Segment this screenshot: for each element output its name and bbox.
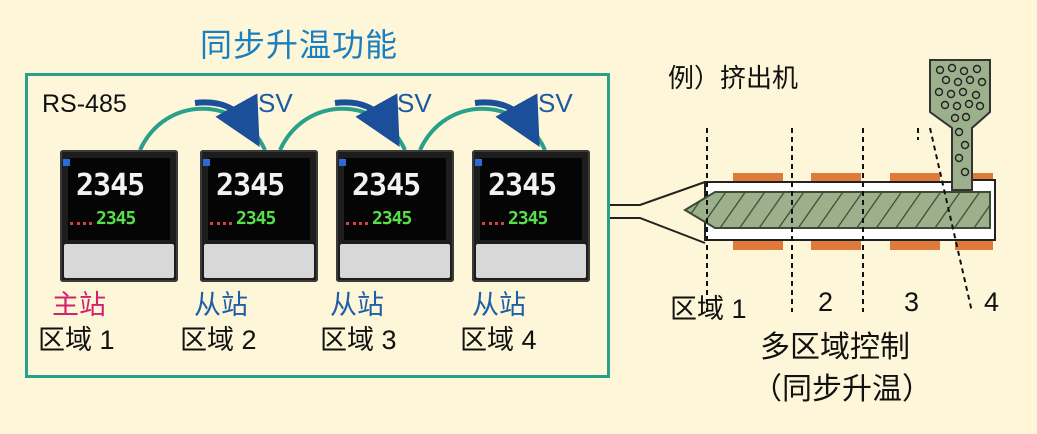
controller-3: 2345 2345 (336, 150, 454, 282)
pv-display: 2345 (488, 168, 557, 203)
sv-label-3: SV (538, 88, 573, 118)
extruder-screw (683, 191, 991, 229)
role-label-slave: 从站 (330, 290, 384, 320)
sv-label-1: SV (258, 88, 293, 118)
sp-display: 2345 (96, 208, 136, 229)
keypad (340, 244, 450, 278)
link-arc-3 (418, 106, 547, 151)
link-arc-1 (138, 106, 267, 151)
extruder-zone-label: 区域 1 (670, 294, 747, 324)
sv-label-2: SV (397, 88, 432, 118)
brand-icon (475, 159, 482, 166)
status-leds (70, 212, 92, 225)
role-label-slave: 从站 (194, 290, 248, 320)
status-leds (346, 212, 368, 225)
diagram-title: 同步升温功能 (200, 27, 399, 63)
sv-arrow-3 (474, 93, 540, 147)
zone-dividers (706, 127, 973, 313)
status-leds (210, 212, 232, 225)
pv-display: 2345 (76, 168, 145, 203)
extruder-zone-label: 2 (818, 287, 834, 317)
caption-line-1: 多区域控制 (760, 331, 910, 364)
controller-zone-label: 区域 1 (38, 325, 115, 355)
rs485-label: RS-485 (42, 90, 127, 118)
controller-zone-label: 区域 3 (320, 325, 397, 355)
brand-icon (203, 159, 210, 166)
link-arc-2 (278, 106, 407, 151)
pv-display: 2345 (216, 168, 285, 203)
heater-bands (733, 173, 993, 250)
extruder-connector (610, 181, 706, 244)
caption-line-2: （同步升温） (752, 373, 932, 406)
controller-4: 2345 2345 (472, 150, 590, 282)
sp-display: 2345 (372, 208, 412, 229)
sp-display: 2345 (236, 208, 276, 229)
keypad (476, 244, 586, 278)
extruder-hopper (929, 59, 991, 191)
keypad (64, 244, 174, 278)
sp-display: 2345 (508, 208, 548, 229)
example-label: 例）挤出机 (668, 63, 799, 93)
role-label-slave: 从站 (472, 290, 526, 320)
brand-icon (63, 159, 70, 166)
controller-1: 2345 2345 (60, 150, 178, 282)
brand-icon (339, 159, 346, 166)
controller-zone-label: 区域 4 (460, 325, 537, 355)
keypad (204, 244, 314, 278)
hopper-pellets (934, 63, 987, 177)
controller-zone-label: 区域 2 (180, 325, 257, 355)
sv-arrow-1 (194, 93, 260, 147)
extruder-zone-label: 3 (904, 287, 920, 317)
role-label-master: 主站 (52, 290, 106, 320)
extruder-zone-label: 4 (984, 287, 1000, 317)
status-leds (482, 212, 504, 225)
sv-arrow-2 (334, 93, 400, 147)
pv-display: 2345 (352, 168, 421, 203)
controller-2: 2345 2345 (200, 150, 318, 282)
